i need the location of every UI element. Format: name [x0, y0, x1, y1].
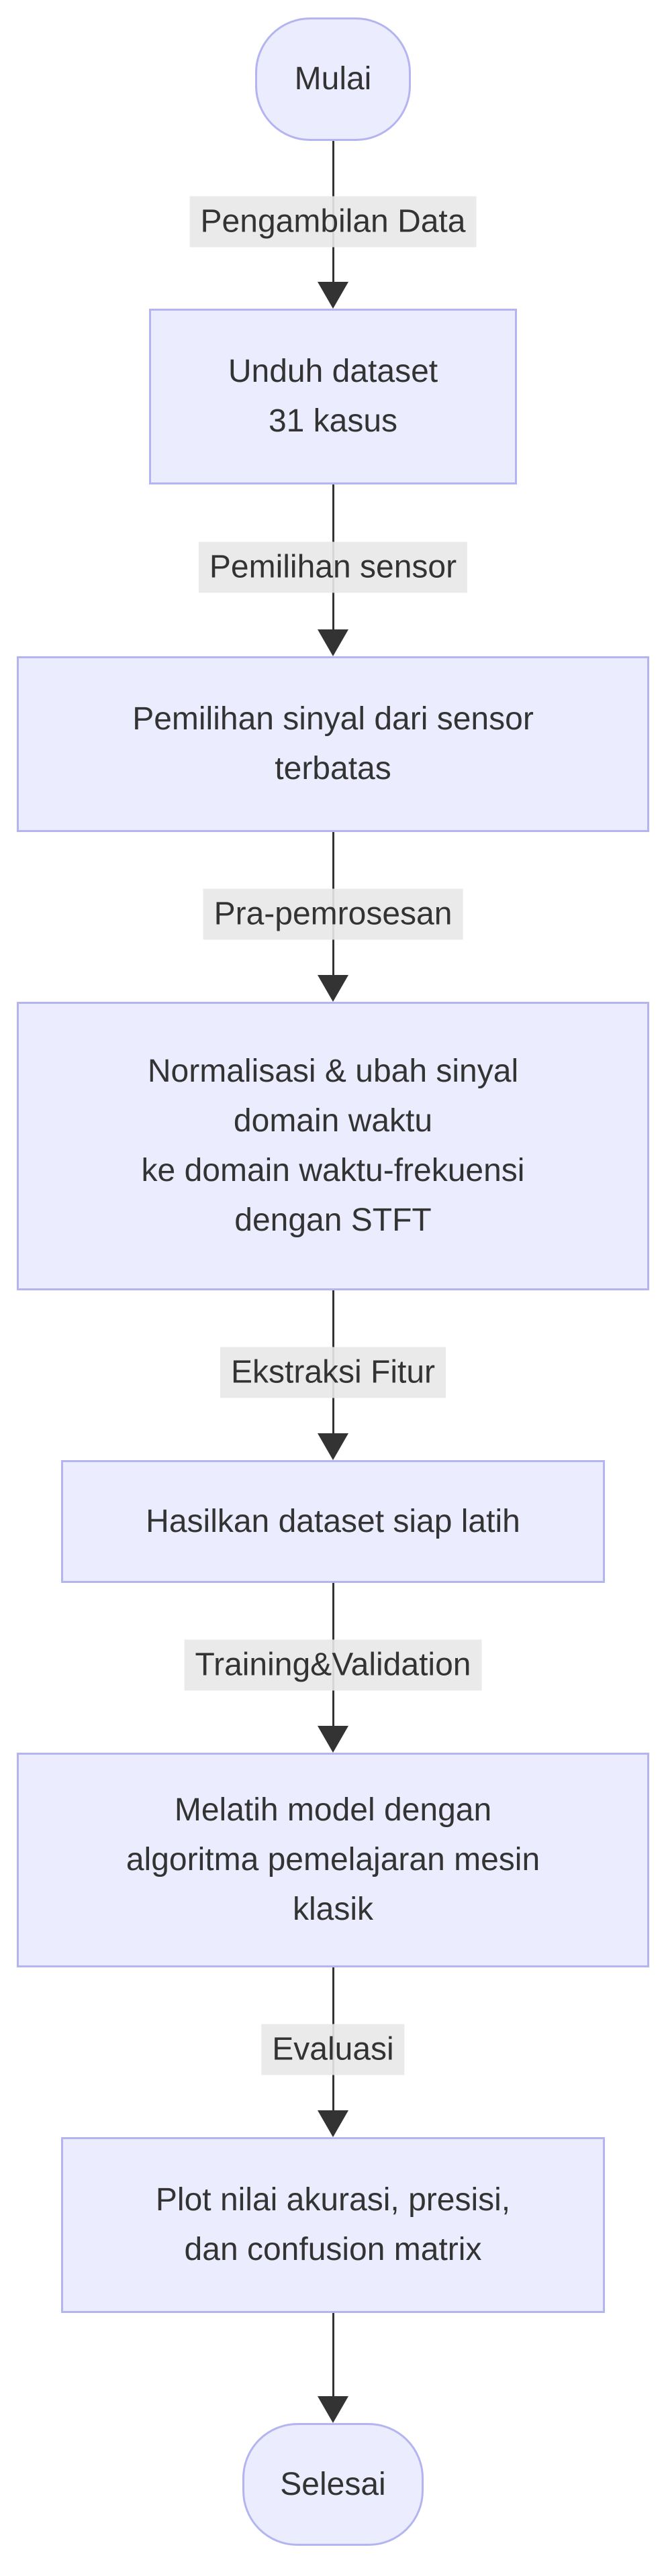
node-preprocess-stft: Normalisasi & ubah sinyal domain waktu k… [17, 1002, 649, 1290]
node-preprocess-stft-line: domain waktu [233, 1103, 433, 1139]
edge-label-training-validation: Training&Validation [184, 1639, 482, 1690]
node-download-dataset-line: Unduh dataset [228, 354, 438, 389]
node-train-model-line: Melatih model dengan [174, 1792, 492, 1828]
flowchart-diagram: Mulai Pengambilan Data Unduh dataset 31 … [0, 17, 666, 2546]
arrowhead-icon [318, 2110, 348, 2137]
edge-label-pemilihan-sensor: Pemilihan sensor [198, 542, 468, 593]
node-preprocess-stft-line: ke domain waktu-frekuensi [141, 1153, 525, 1188]
node-start: Mulai [255, 17, 411, 141]
node-end: Selesai [242, 2423, 424, 2546]
node-download-dataset-line: 31 kasus [268, 403, 398, 439]
edge-label-ekstraksi-fitur: Ekstraksi Fitur [220, 1346, 446, 1398]
edge-line [332, 2313, 334, 2421]
node-signal-selection-line: Pemilihan sinyal dari sensor [132, 701, 534, 737]
node-preprocess-stft-line: dengan STFT [234, 1202, 432, 1238]
edge-dataset-train: Training&Validation [0, 1583, 666, 1753]
edge-plot-end [0, 2313, 666, 2423]
node-dataset-ready: Hasilkan dataset siap latih [61, 1460, 605, 1583]
node-end-label: Selesai [280, 2466, 386, 2502]
arrowhead-icon [318, 1726, 348, 1753]
node-train-model-line: klasik [292, 1892, 374, 1927]
node-plot-results-line: Plot nilai akurasi, presisi, [155, 2182, 511, 2218]
node-download-dataset: Unduh dataset 31 kasus [149, 309, 517, 484]
arrowhead-icon [318, 629, 348, 656]
node-start-label: Mulai [294, 61, 372, 97]
node-preprocess-stft-line: Normalisasi & ubah sinyal [147, 1053, 519, 1089]
node-signal-selection-line: terbatas [275, 751, 391, 786]
node-signal-selection: Pemilihan sinyal dari sensor terbatas [17, 656, 649, 832]
edge-preprocess-dataset: Ekstraksi Fitur [0, 1290, 666, 1460]
arrowhead-icon [318, 2396, 348, 2423]
node-train-model: Melatih model dengan algoritma pemelajar… [17, 1753, 649, 1967]
arrowhead-icon [318, 282, 348, 309]
edge-label-pra-pemrosesan: Pra-pemrosesan [203, 888, 463, 939]
arrowhead-icon [318, 1433, 348, 1460]
edge-start-download: Pengambilan Data [0, 141, 666, 309]
arrowhead-icon [318, 975, 348, 1002]
edge-label-pengambilan-data: Pengambilan Data [189, 196, 477, 248]
edge-download-signal: Pemilihan sensor [0, 484, 666, 656]
edge-train-plot: Evaluasi [0, 1967, 666, 2137]
edge-label-evaluasi: Evaluasi [261, 2023, 405, 2075]
node-train-model-line: algoritma pemelajaran mesin [126, 1842, 540, 1877]
node-dataset-ready-line: Hasilkan dataset siap latih [146, 1503, 520, 1539]
node-plot-results-line: dan confusion matrix [184, 2232, 482, 2267]
edge-signal-preprocess: Pra-pemrosesan [0, 832, 666, 1002]
node-plot-results: Plot nilai akurasi, presisi, dan confusi… [61, 2137, 605, 2313]
